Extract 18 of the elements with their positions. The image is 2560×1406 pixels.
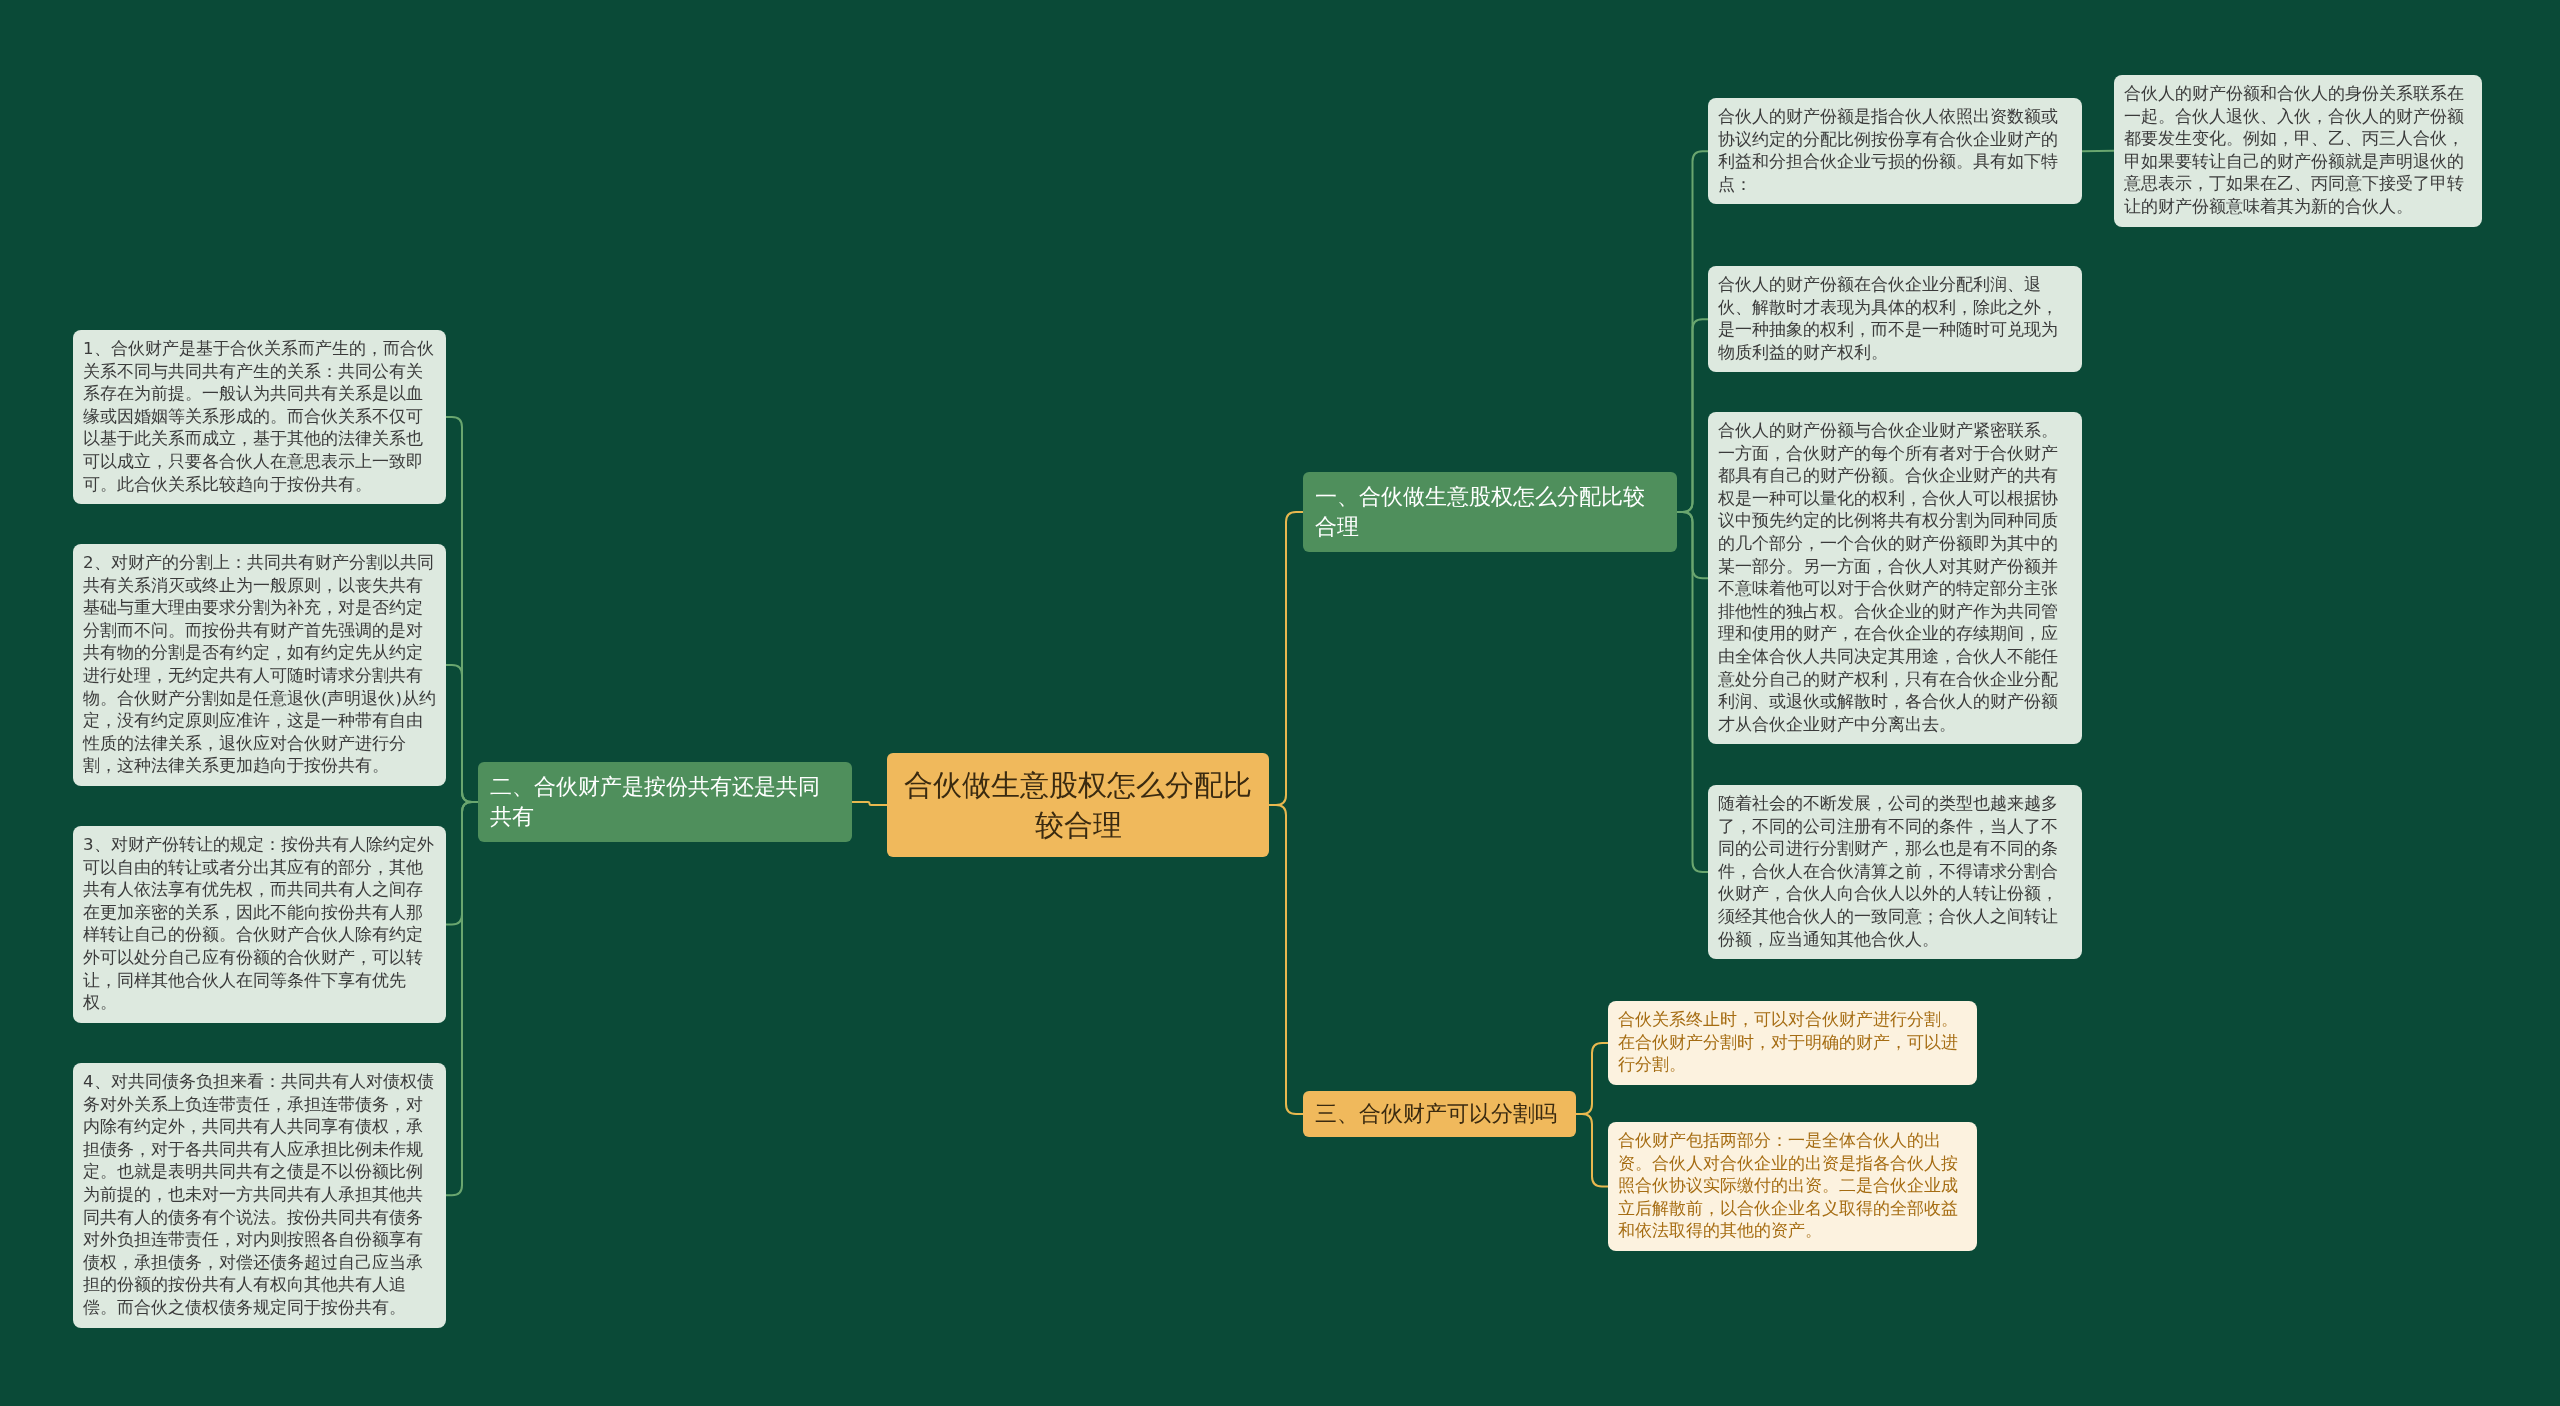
note-box: 2、对财产的分割上：共同共有财产分割以共同共有关系消灭或终止为一般原则，以丧失共有基础与重大理由要求分割为补充，对是否约定分割而不问。而按份共有财产首先强调的是对共有物的分割是否有约定，如有约定先从约定进行处理，无约定共有人可随时请求分割共有物。合伙财产分割如是任意退伙(声明退伙)从约定，没有约定原则应准许，这是一种带有自由性质的法律关系，退伙应对合伙财产进行分割，这种法律关系更加趋向于按份共有。 [73,544,446,786]
note-box: 随着社会的不断发展，公司的类型也越来越多了，不同的公司注册有不同的条件，当人了不同的公司进行分割财产，那么也是有不同的条件，合伙人在合伙清算之前，不得请求分割合伙财产，合伙人向合伙人以外的人转让份额，须经其他合伙人的一致同意；合伙人之间转让份额，应当通知其他合伙人。 [1708,785,2082,960]
central-topic-box: 合伙做生意股权怎么分配比较合理 [887,753,1269,857]
note-box: 合伙财产包括两部分：一是全体合伙人的出资。合伙人对合伙企业的出资是指各合伙人按照合伙协议实际缴付的出资。二是合伙企业成立后解散前，以合伙企业名义取得的全部收益和依法取得的其他的资产。 [1608,1122,1977,1251]
note-box: 合伙人的财产份额和合伙人的身份关系联系在一起。合伙人退伙、入伙，合伙人的财产份额都要发生变化。例如，甲、乙、丙三人合伙，甲如果要转让自己的财产份额就是声明退伙的意思表示，丁如果在乙、丙同意下接受了甲转让的财产份额意味着其为新的合伙人。 [2114,75,2482,227]
note-box: 1、合伙财产是基于合伙关系而产生的，而合伙关系不同与共同共有产生的关系：共同公有关系存在为前提。一般认为共同共有关系是以血缘或因婚姻等关系形成的。而合伙关系不仅可以基于此关系而成立，基于其他的法律关系也可以成立，只要各合伙人在意思表示上一致即可。此合伙关系比较趋向于按份共有。 [73,330,446,505]
connector-line [851,801,888,806]
branch-topic-box: 三、合伙财产可以分割吗 [1303,1091,1576,1137]
branch-topic-box: 二、合伙财产是按份共有还是共同共有 [478,762,852,842]
branch-topic-box: 一、合伙做生意股权怎么分配比较合理 [1303,472,1677,552]
note-box: 合伙关系终止时，可以对合伙财产进行分割。在合伙财产分割时，对于明确的财产，可以进行分割。 [1608,1001,1977,1085]
connector-line [1268,804,1304,1115]
note-box: 3、对财产份转让的规定：按份共有人除约定外可以自由的转让或者分出其应有的部分，其他共有人依法享有优先权，而共同共有人之间存在更加亲密的关系，因此不能向按份共有人那样转让自己的份额。合伙财产合伙人除有约定外可以处分自己应有份额的合伙财产，可以转让，同样其他合伙人在同等条件下享有优先权。 [73,826,446,1023]
note-box: 合伙人的财产份额与合伙企业财产紧密联系。一方面，合伙财产的每个所有者对于合伙财产都具有自己的财产份额。合伙企业财产的共有权是一种可以量化的权利，合伙人可以根据协议中预先约定的比例将共有权分割为同种同质的几个部分，一个合伙的财产份额即为其中的某一部分。另一方面，合伙人对其财产份额并不意味着他可以对于合伙财产的特定部分主张排他性的独占权。合伙企业的财产作为共同管理和使用的财产，在合伙企业的存续期间，应由全体合伙人共同决定其用途，合伙人不能任意处分自己的财产权利，只有在合伙企业分配利润、或退伙或解散时，各合伙人的财产份额才从合伙企业财产中分离出去。 [1708,412,2082,745]
note-box: 合伙人的财产份额在合伙企业分配利润、退伙、解散时才表现为具体的权利，除此之外，是一种抽象的权利，而不是一种随时可兑现为物质利益的财产权利。 [1708,266,2082,373]
connector-line [2081,149,2115,153]
note-box: 4、对共同债务负担来看：共同共有人对债权债务对外关系上负连带责任，承担连带债务，对内除有约定外，共同共有人共同享有债权，承担债务，对于各共同共有人应承担比例未作规定。也就是表明共同共有之债是不以份额比例为前提的，也未对一方共同共有人承担其他共同共有人的债务有个说法。按份共同共有债务对外负担连带责任，对内则按照各自份额享有债权，承担债务，对偿还债务超过自己应当承担的份额的按份共有人有权向其他共有人追偿。而合伙之债权债务规定同于按份共有。 [73,1063,446,1328]
note-box: 合伙人的财产份额是指合伙人依照出资数额或协议约定的分配比例按份享有合伙企业财产的利益和分担合伙企业亏损的份额。具有如下特点： [1708,98,2082,205]
